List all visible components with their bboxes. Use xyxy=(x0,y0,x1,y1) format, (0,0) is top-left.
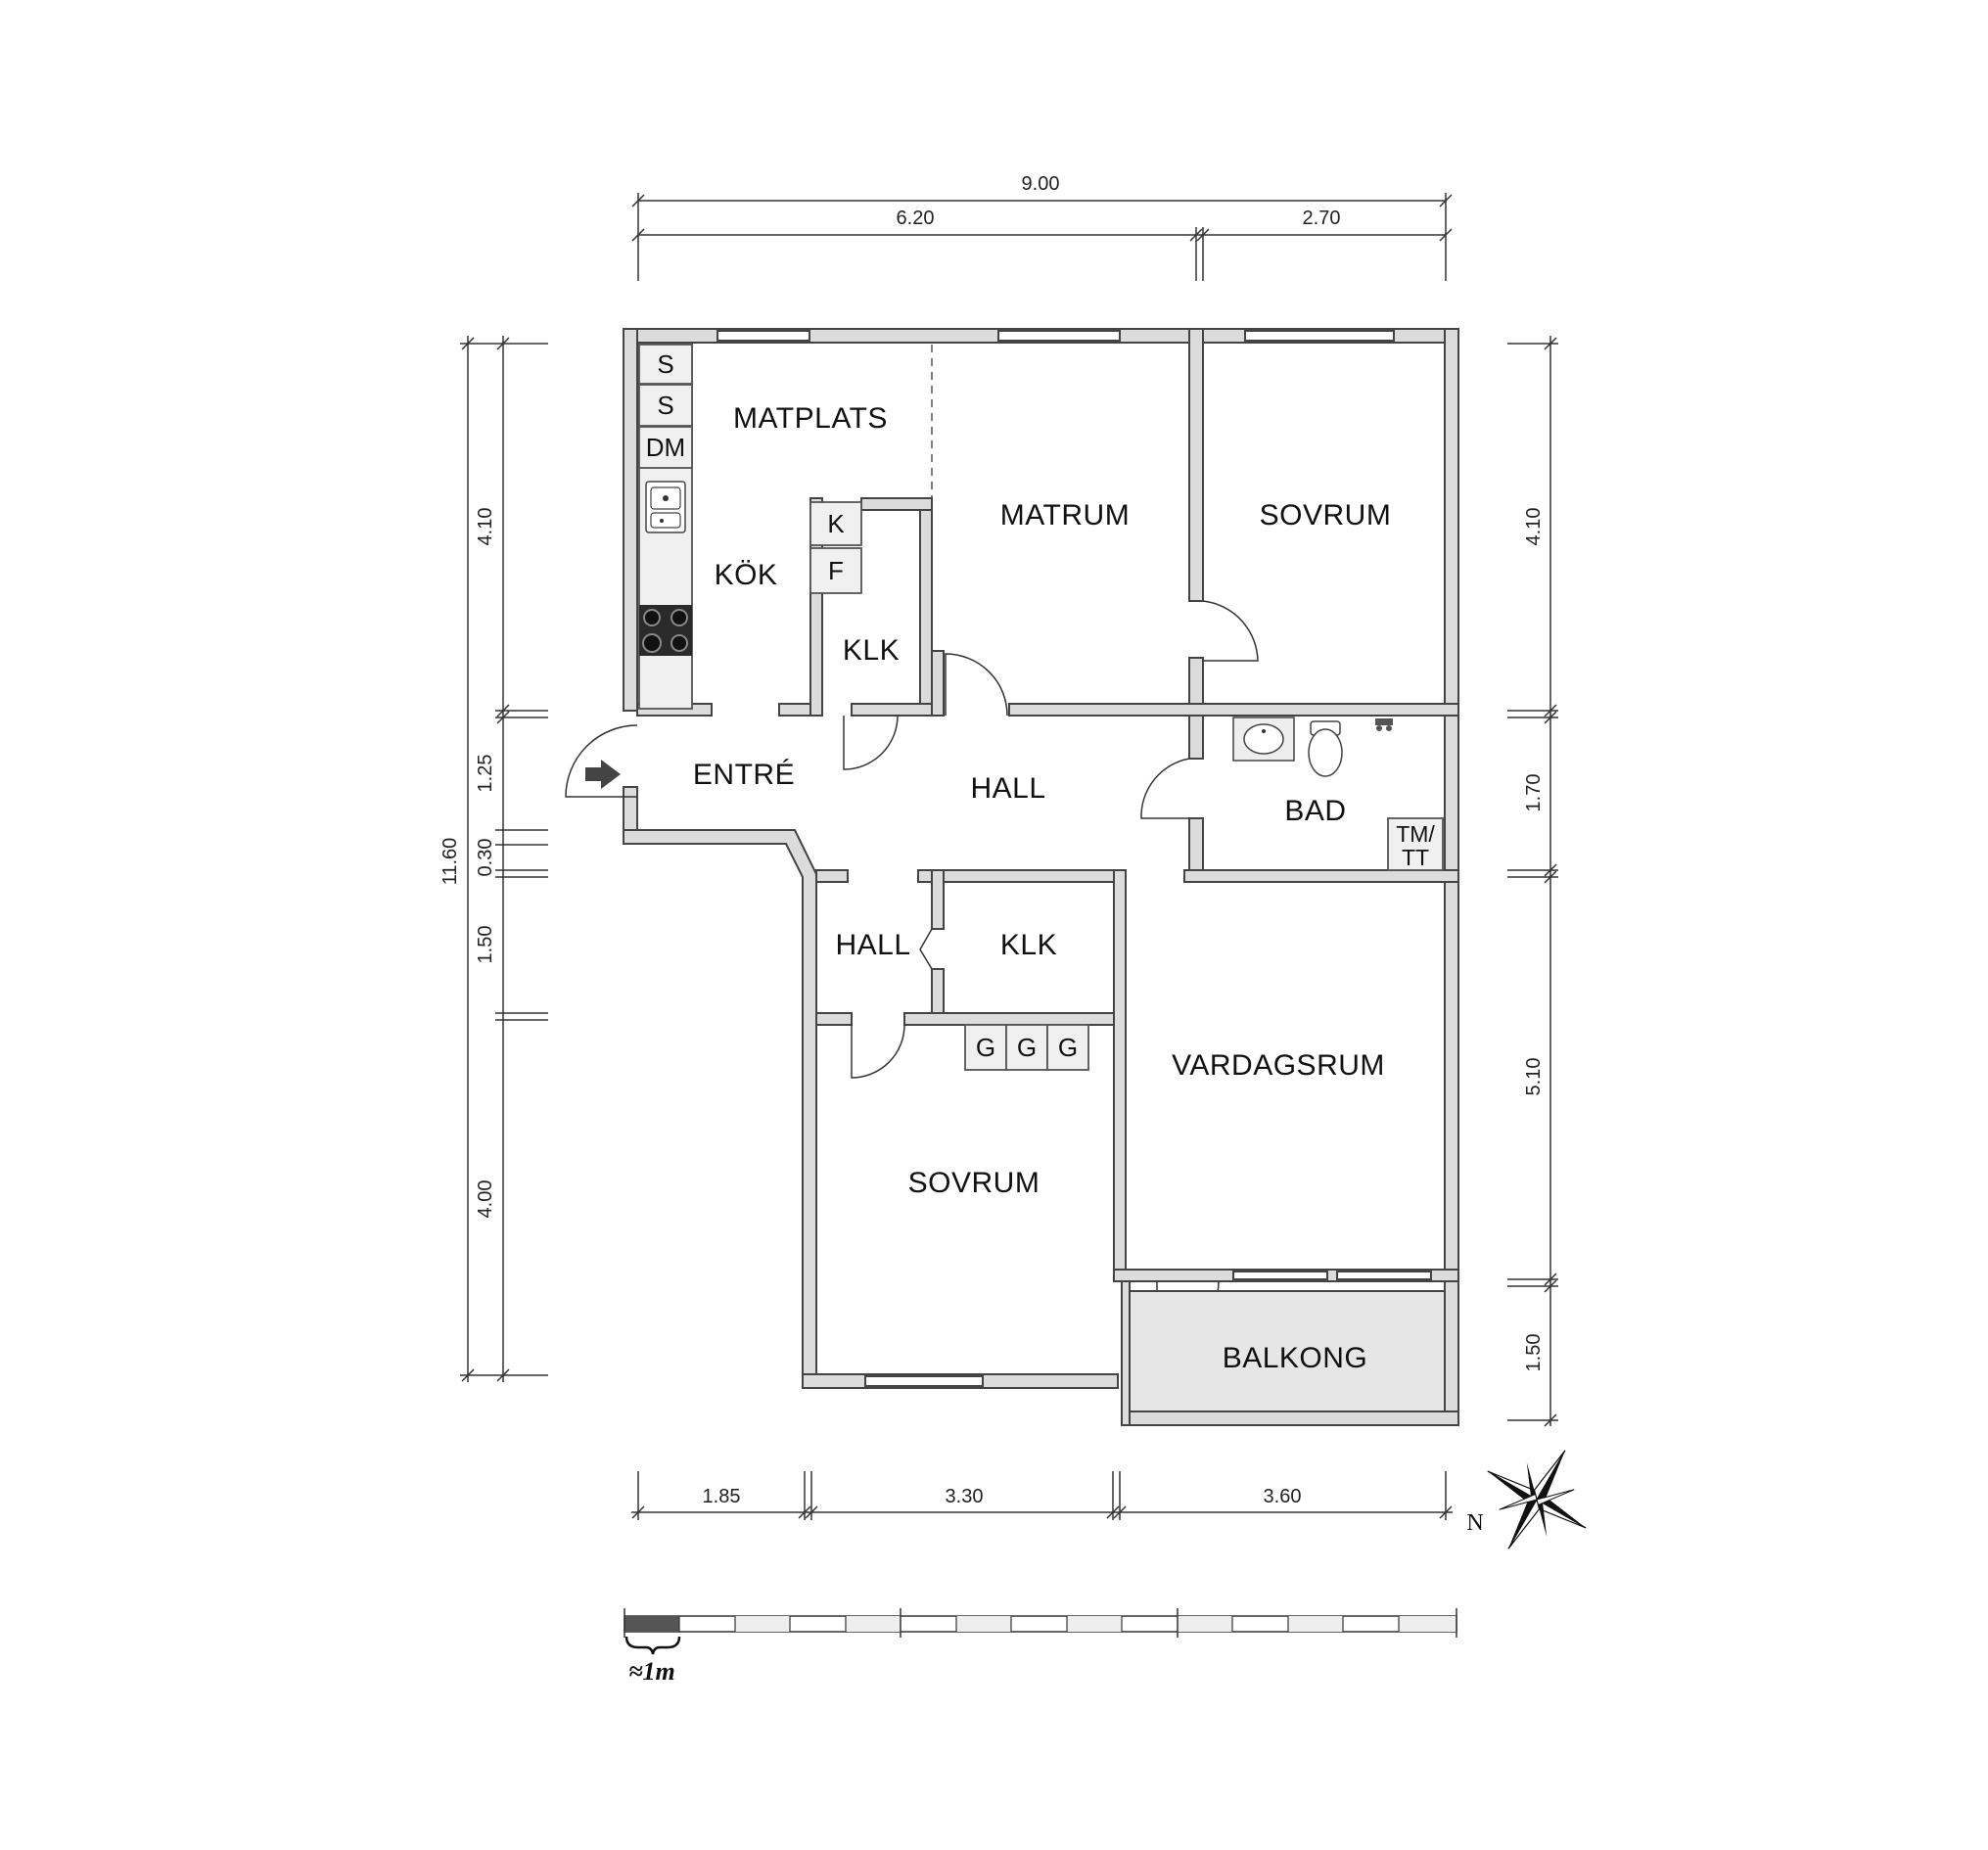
window-vardagsrum-1 xyxy=(1232,1271,1328,1280)
dim-left-total: 11.60 xyxy=(439,838,461,886)
washbasin-icon xyxy=(1232,717,1295,762)
fixture-dm-box xyxy=(638,426,693,469)
dim-bottom-2: 3.30 xyxy=(946,1486,984,1507)
fixture-g2: G xyxy=(1017,1033,1037,1062)
fixture-g2-box xyxy=(1005,1024,1048,1071)
room-klk-bottom: KLK xyxy=(1000,929,1057,961)
window-sovrum-top xyxy=(1244,330,1395,342)
window-matplats xyxy=(717,330,810,342)
balcony-floor xyxy=(1129,1290,1446,1412)
room-hall-main: HALL xyxy=(970,772,1045,805)
dim-left-5: 4.00 xyxy=(475,1180,496,1219)
scale-label: ≈1m xyxy=(628,1657,675,1686)
room-sovrum-bottom: SOVRUM xyxy=(908,1167,1040,1199)
dim-left-3: 0.30 xyxy=(475,839,496,877)
room-matplats: MATPLATS xyxy=(733,402,888,435)
dim-top-total: 9.00 xyxy=(1022,173,1060,195)
fixture-g3: G xyxy=(1058,1033,1078,1062)
fixture-f-box xyxy=(809,547,862,594)
window-matrum xyxy=(997,330,1121,342)
toilet-icon xyxy=(1308,720,1343,777)
scale-brace-icon xyxy=(624,1636,681,1655)
window-sovrum-bottom xyxy=(864,1375,984,1387)
dim-left-4: 1.50 xyxy=(475,926,496,964)
shower-icon xyxy=(1375,718,1393,731)
room-entre: ENTRÉ xyxy=(693,759,795,791)
windows xyxy=(717,330,1432,1387)
dim-right-1: 4.10 xyxy=(1523,508,1545,546)
fixture-s2-box xyxy=(638,384,693,427)
dim-top-right: 2.70 xyxy=(1303,208,1341,229)
fixture-s1-box xyxy=(638,344,693,385)
dim-left-2: 1.25 xyxy=(475,755,496,793)
window-vardagsrum-2 xyxy=(1336,1271,1432,1280)
dimension-lines xyxy=(460,193,1558,1520)
fixture-f: F xyxy=(828,556,844,585)
room-matrum: MATRUM xyxy=(1000,499,1130,532)
room-kok: KÖK xyxy=(715,559,778,591)
room-bad: BAD xyxy=(1284,795,1346,827)
fixture-dm: DM xyxy=(646,433,685,462)
scale-bar xyxy=(624,1608,1457,1638)
room-klk-top: KLK xyxy=(843,634,900,667)
dim-right-3: 5.10 xyxy=(1523,1058,1545,1096)
kitchen-sink-icon xyxy=(645,481,686,533)
compass-rose-icon xyxy=(1487,1450,1587,1549)
dim-bottom-1: 1.85 xyxy=(703,1486,741,1507)
fixture-g1: G xyxy=(976,1033,995,1062)
entrance-arrow-icon xyxy=(585,760,621,789)
dim-left-1: 4.10 xyxy=(475,508,496,546)
dim-top-left: 6.20 xyxy=(897,208,935,229)
fixture-tt: TT xyxy=(1402,845,1429,870)
stove-icon xyxy=(639,605,692,656)
dim-bottom-3: 3.60 xyxy=(1264,1486,1302,1507)
fixture-tm-tt-box xyxy=(1387,817,1444,871)
fixture-s1: S xyxy=(657,349,673,379)
fixture-k-box xyxy=(809,501,862,546)
room-balkong: BALKONG xyxy=(1223,1342,1368,1374)
compass-north-label: N xyxy=(1466,1510,1483,1536)
room-vardagsrum: VARDAGSRUM xyxy=(1172,1049,1385,1082)
room-hall-small: HALL xyxy=(835,929,910,961)
fixture-k: K xyxy=(827,509,845,538)
fixture-g3-box xyxy=(1046,1024,1089,1071)
fixture-s2: S xyxy=(657,391,673,420)
dim-right-4: 1.50 xyxy=(1523,1334,1545,1372)
fixture-tm: TM/ xyxy=(1396,821,1435,847)
room-sovrum-top: SOVRUM xyxy=(1260,499,1392,532)
dim-right-2: 1.70 xyxy=(1523,774,1545,812)
